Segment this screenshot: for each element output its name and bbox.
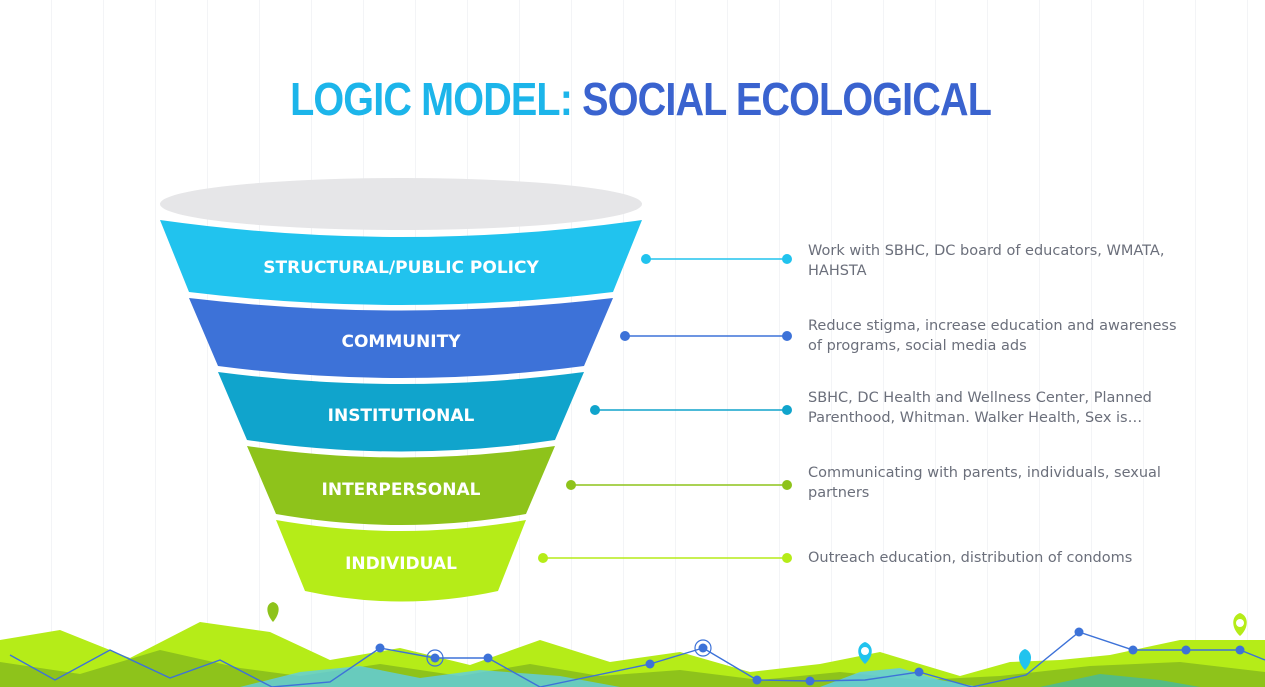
funnel-layer-interpersonal	[247, 446, 555, 525]
funnel-layer-individual	[276, 520, 526, 602]
description-interpersonal: Communicating with parents, individuals,…	[808, 465, 1161, 501]
funnel-layer-community	[189, 298, 613, 378]
connector-structural	[641, 254, 792, 264]
decorative-landscape	[0, 602, 1265, 687]
funnel-rim	[160, 178, 642, 230]
layer-label-individual: INDIVIDUAL	[345, 554, 457, 574]
layer-label-interpersonal: INTERPERSONAL	[322, 480, 481, 500]
description-structural: Work with SBHC, DC board of educators, W…	[808, 243, 1165, 279]
connector-institutional	[590, 405, 792, 415]
description-individual: Outreach education, distribution of cond…	[808, 550, 1133, 566]
title-part-1: LOGIC MODEL:	[290, 73, 573, 125]
connector-interpersonal	[566, 480, 792, 490]
layer-label-community: COMMUNITY	[341, 332, 461, 352]
connector-individual	[538, 553, 792, 563]
description-community: Reduce stigma, increase education and aw…	[808, 318, 1177, 354]
title-part-2: SOCIAL ECOLOGICAL	[582, 73, 992, 125]
layer-label-institutional: INSTITUTIONAL	[328, 406, 475, 426]
slide-title: LOGIC MODEL: SOCIAL ECOLOGICAL	[97, 72, 1185, 126]
funnel-layer-structural	[160, 220, 642, 305]
funnel-layer-institutional	[218, 372, 584, 452]
description-institutional: SBHC, DC Health and Wellness Center, Pla…	[808, 390, 1152, 426]
layer-label-structural: STRUCTURAL/PUBLIC POLICY	[263, 258, 539, 278]
connector-community	[620, 331, 792, 341]
